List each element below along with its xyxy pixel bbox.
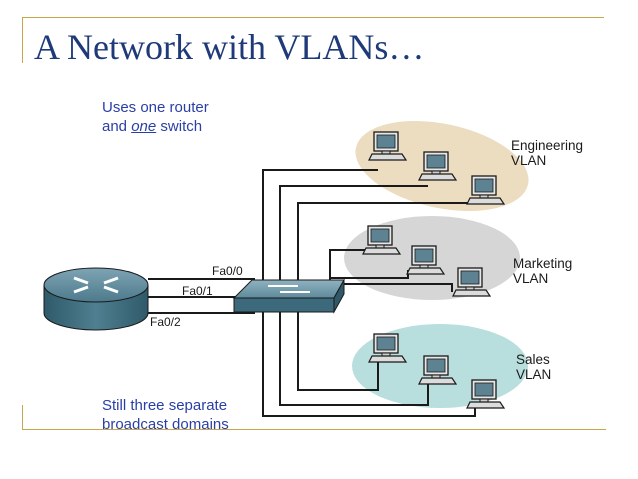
page-title: A Network with VLANs… (34, 27, 425, 67)
note-top-line2-pre: and (102, 118, 132, 135)
port-label-fa0-2: Fa0/2 (150, 315, 181, 329)
sales-vlan-name: Sales (516, 352, 550, 367)
title-left-rule (22, 17, 23, 63)
note-top: Uses one router and one switch (102, 98, 209, 136)
note-top-line1: Uses one router (102, 99, 209, 116)
note-bottom: Still three separate broadcast domains (102, 396, 229, 434)
switch-host-cabling (262, 169, 476, 417)
sales-vlan-suffix: VLAN (516, 367, 552, 382)
note-top-line2-emphasis: one (131, 118, 157, 135)
router-icon (43, 267, 149, 331)
engineering-vlan-label: Engineering VLAN (511, 138, 583, 168)
switch-icon (232, 278, 345, 314)
marketing-vlan-label: Marketing VLAN (513, 256, 572, 286)
engineering-vlan-suffix: VLAN (511, 153, 547, 168)
port-label-fa0-1: Fa0/1 (182, 284, 213, 298)
marketing-vlan-suffix: VLAN (513, 271, 549, 286)
port-label-fa0-0: Fa0/0 (212, 264, 243, 278)
note-bottom-line2: broadcast domains (102, 416, 229, 433)
note-top-line2-post: switch (156, 118, 203, 135)
engineering-vlan-name: Engineering (511, 138, 584, 153)
sales-vlan-label: Sales VLAN (516, 352, 551, 382)
bottom-rule (22, 429, 606, 430)
marketing-vlan-name: Marketing (513, 256, 573, 271)
bottom-left-rule (22, 405, 23, 429)
note-bottom-line1: Still three separate (102, 397, 228, 414)
note-top-line2: and one switch (102, 117, 209, 136)
title-top-rule (22, 17, 604, 18)
